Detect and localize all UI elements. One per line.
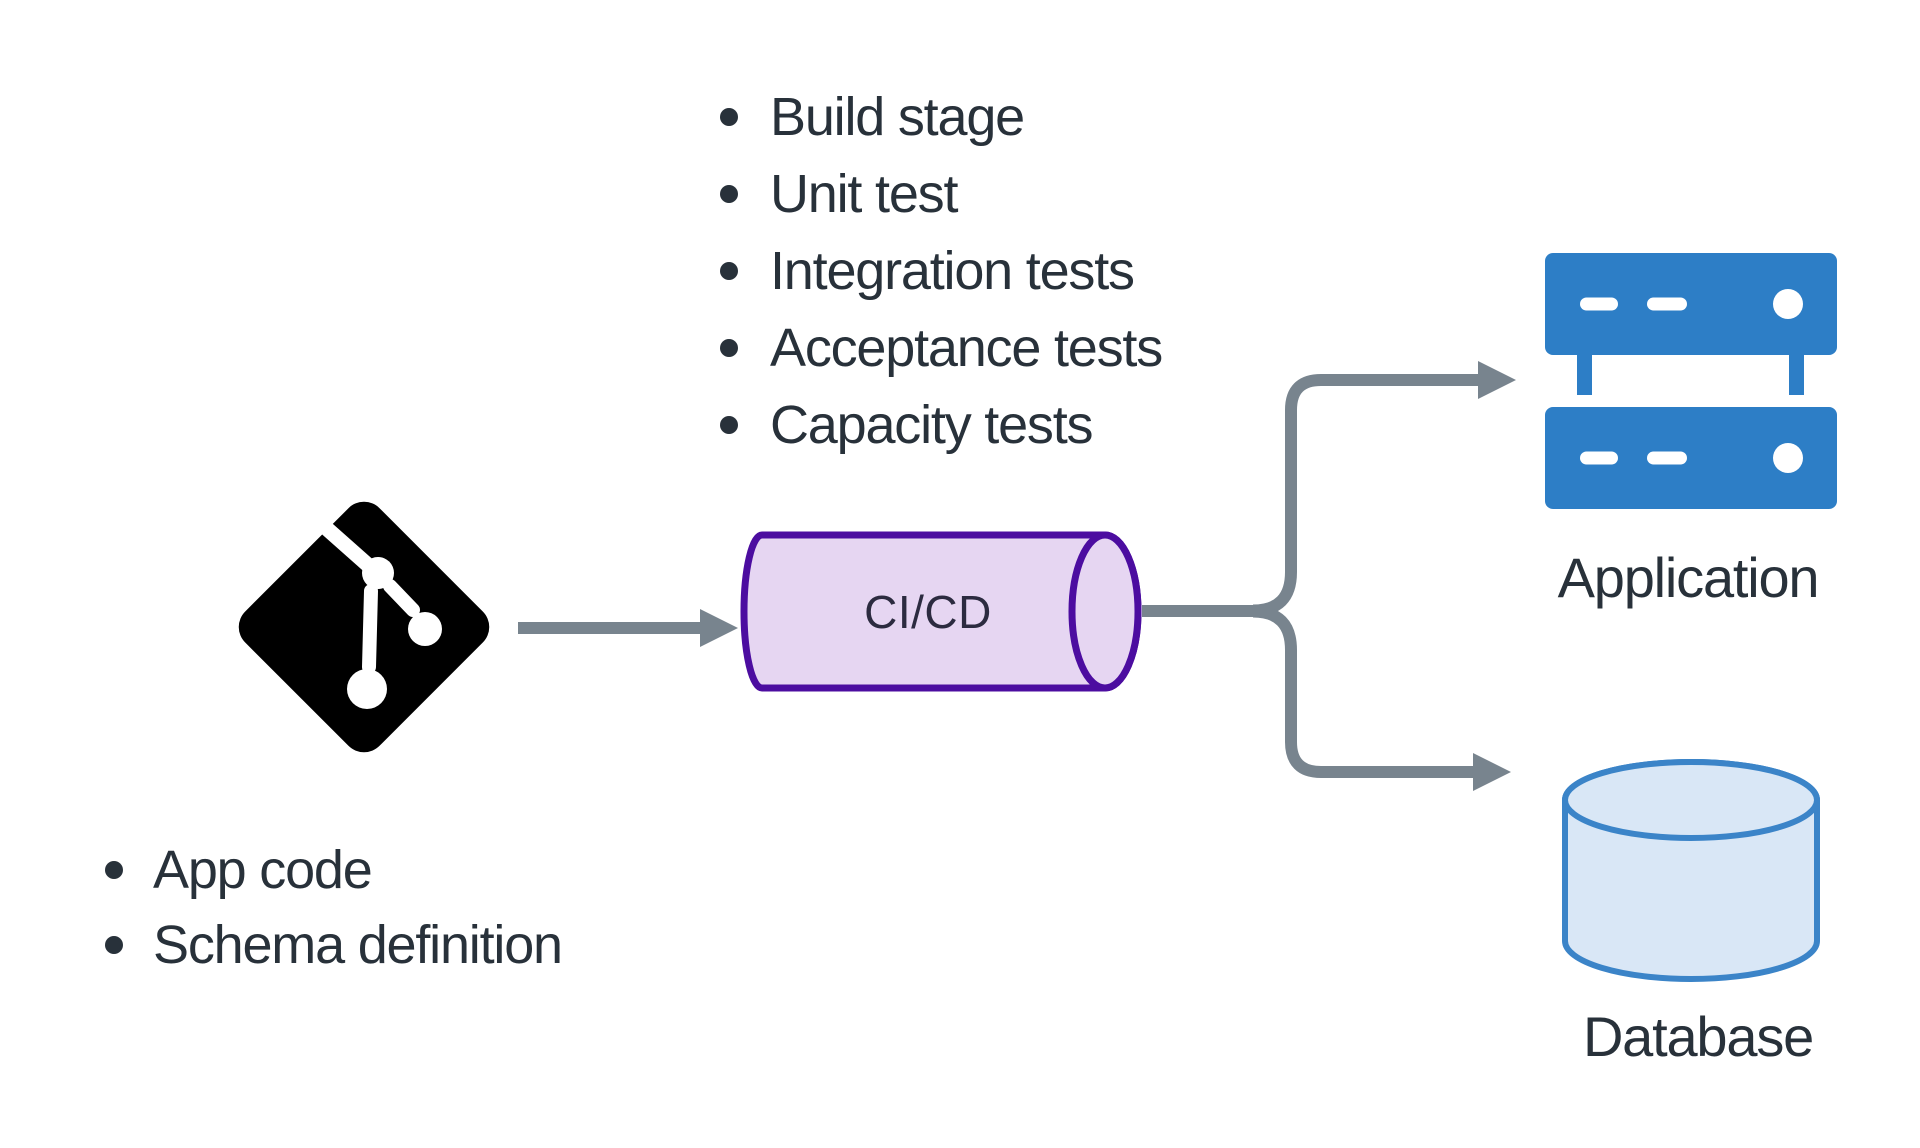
pipeline-stage-item: Capacity tests [705, 386, 1162, 463]
bullet-icon [720, 415, 738, 434]
server-leg [1577, 350, 1592, 395]
repo-contents-list: App code Schema definition [96, 832, 563, 982]
cicd-label: CI/CD [864, 586, 992, 638]
arrow-right-icon [1478, 361, 1516, 399]
pipeline-stage-label: Build stage [770, 86, 1025, 147]
pipeline-stage-label: Capacity tests [770, 394, 1094, 455]
pipeline-stage-item: Acceptance tests [705, 309, 1163, 386]
application-label: Application [1557, 546, 1820, 609]
database-label: Database [1582, 1005, 1814, 1068]
bullet-icon [720, 338, 738, 357]
server-rack-top [1545, 253, 1837, 355]
arrow-right-icon [1473, 753, 1511, 791]
pipeline-stage-item: Build stage [705, 78, 1162, 155]
server-leg [1789, 350, 1804, 395]
arrow-right-icon [700, 609, 738, 647]
arrow-git-to-cicd [518, 609, 738, 647]
branch-connector [1142, 361, 1516, 791]
bullet-icon [105, 860, 123, 879]
pipeline-stages-list: Build stage Unit test Integration tests … [705, 78, 1163, 463]
pipeline-stage-item: Unit test [705, 155, 1162, 232]
repo-content-label: App code [153, 839, 373, 900]
repo-content-item: App code [96, 832, 562, 907]
cicd-cylinder [740, 531, 1142, 692]
cicd-cylinder-rim [1068, 531, 1142, 692]
repo-content-label: Schema definition [153, 914, 563, 975]
pipeline-stage-label: Integration tests [770, 240, 1135, 301]
bullet-icon [720, 184, 738, 203]
repo-content-item: Schema definition [96, 907, 563, 982]
database-rim [1562, 759, 1820, 841]
server-rack-bottom [1545, 407, 1837, 509]
git-branch-glyph [308, 511, 442, 709]
pipeline-stage-label: Acceptance tests [770, 317, 1163, 378]
branch-to-application [1252, 374, 1478, 617]
pipeline-stage-item: Integration tests [705, 232, 1162, 309]
pipeline-stage-label: Unit test [770, 163, 958, 224]
database-cylinder-icon [1562, 759, 1820, 982]
bullet-icon [720, 107, 738, 126]
bullet-icon [105, 935, 123, 954]
git-icon [238, 501, 490, 753]
branch-to-database [1252, 605, 1473, 778]
bullet-icon [720, 261, 738, 280]
server-stack-icon [1545, 253, 1837, 509]
